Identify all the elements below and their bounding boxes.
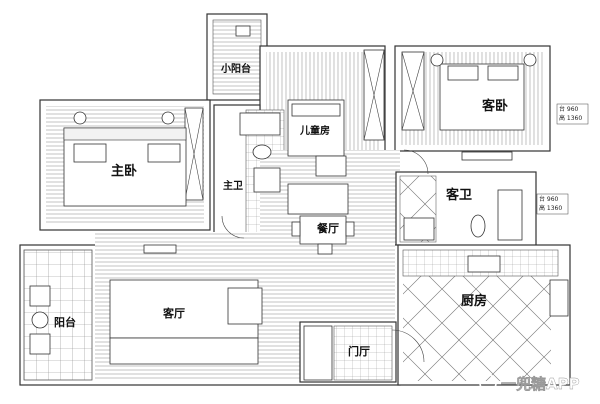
label-small-balcony: 小阳台 <box>220 62 251 75</box>
balcony-chair-1 <box>29 285 51 307</box>
sideboard <box>287 183 349 215</box>
dining-table <box>299 215 347 245</box>
floor-drain <box>235 25 251 37</box>
stove <box>467 255 501 273</box>
label-kids-room: 儿童房 <box>299 124 330 137</box>
window-notes: 台 960 高 1360 台 960 高 1360 <box>536 103 589 215</box>
watermark-logo-icon <box>479 374 497 392</box>
label-living-room: 客厅 <box>162 306 185 320</box>
label-kitchen: 厨房 <box>461 293 487 309</box>
watermark-text: 一兜糖APP <box>501 375 580 393</box>
label-guest-bedroom: 客卧 <box>482 98 508 114</box>
sink-master <box>253 167 281 193</box>
furniture <box>29 49 569 365</box>
label-entrance: 门厅 <box>348 344 370 358</box>
toilet-master <box>252 144 272 160</box>
kitchen-floor <box>403 275 551 381</box>
note-guest-bath-height: 高 1360 <box>539 204 562 212</box>
master-bath-door-swing <box>221 215 245 239</box>
toilet-guest <box>470 214 486 238</box>
note-guest-bath-sill: 台 960 <box>539 195 559 203</box>
kitchen-sink <box>549 279 569 317</box>
watermark: 一兜糖APP <box>479 374 580 393</box>
sofa <box>109 337 259 365</box>
label-guest-bath: 客卫 <box>446 187 472 203</box>
label-master-bath: 主卫 <box>223 179 243 192</box>
entrance-door-swing <box>391 329 425 363</box>
note-guest-bedroom-height: 高 1360 <box>559 114 582 122</box>
bathtub-master <box>239 112 281 136</box>
shoe-cabinet <box>303 325 333 381</box>
entrance-floor <box>333 325 393 381</box>
balcony-chair-2 <box>29 333 51 355</box>
bathtub-guest <box>497 189 523 241</box>
guest-bath-door-swing <box>403 149 429 175</box>
sink-guest <box>403 217 435 241</box>
room-labels: 小阳台 儿童房 客卧 主卧 主卫 客卫 餐厅 阳台 客厅 厨房 门厅 <box>54 62 508 358</box>
label-master-bedroom: 主卧 <box>111 163 137 179</box>
label-dining: 餐厅 <box>316 221 339 235</box>
label-balcony: 阳台 <box>54 315 76 329</box>
armchair <box>227 287 263 325</box>
note-guest-bedroom-sill: 台 960 <box>559 105 579 113</box>
balcony-table <box>31 311 49 329</box>
tv-cabinet <box>143 244 177 254</box>
